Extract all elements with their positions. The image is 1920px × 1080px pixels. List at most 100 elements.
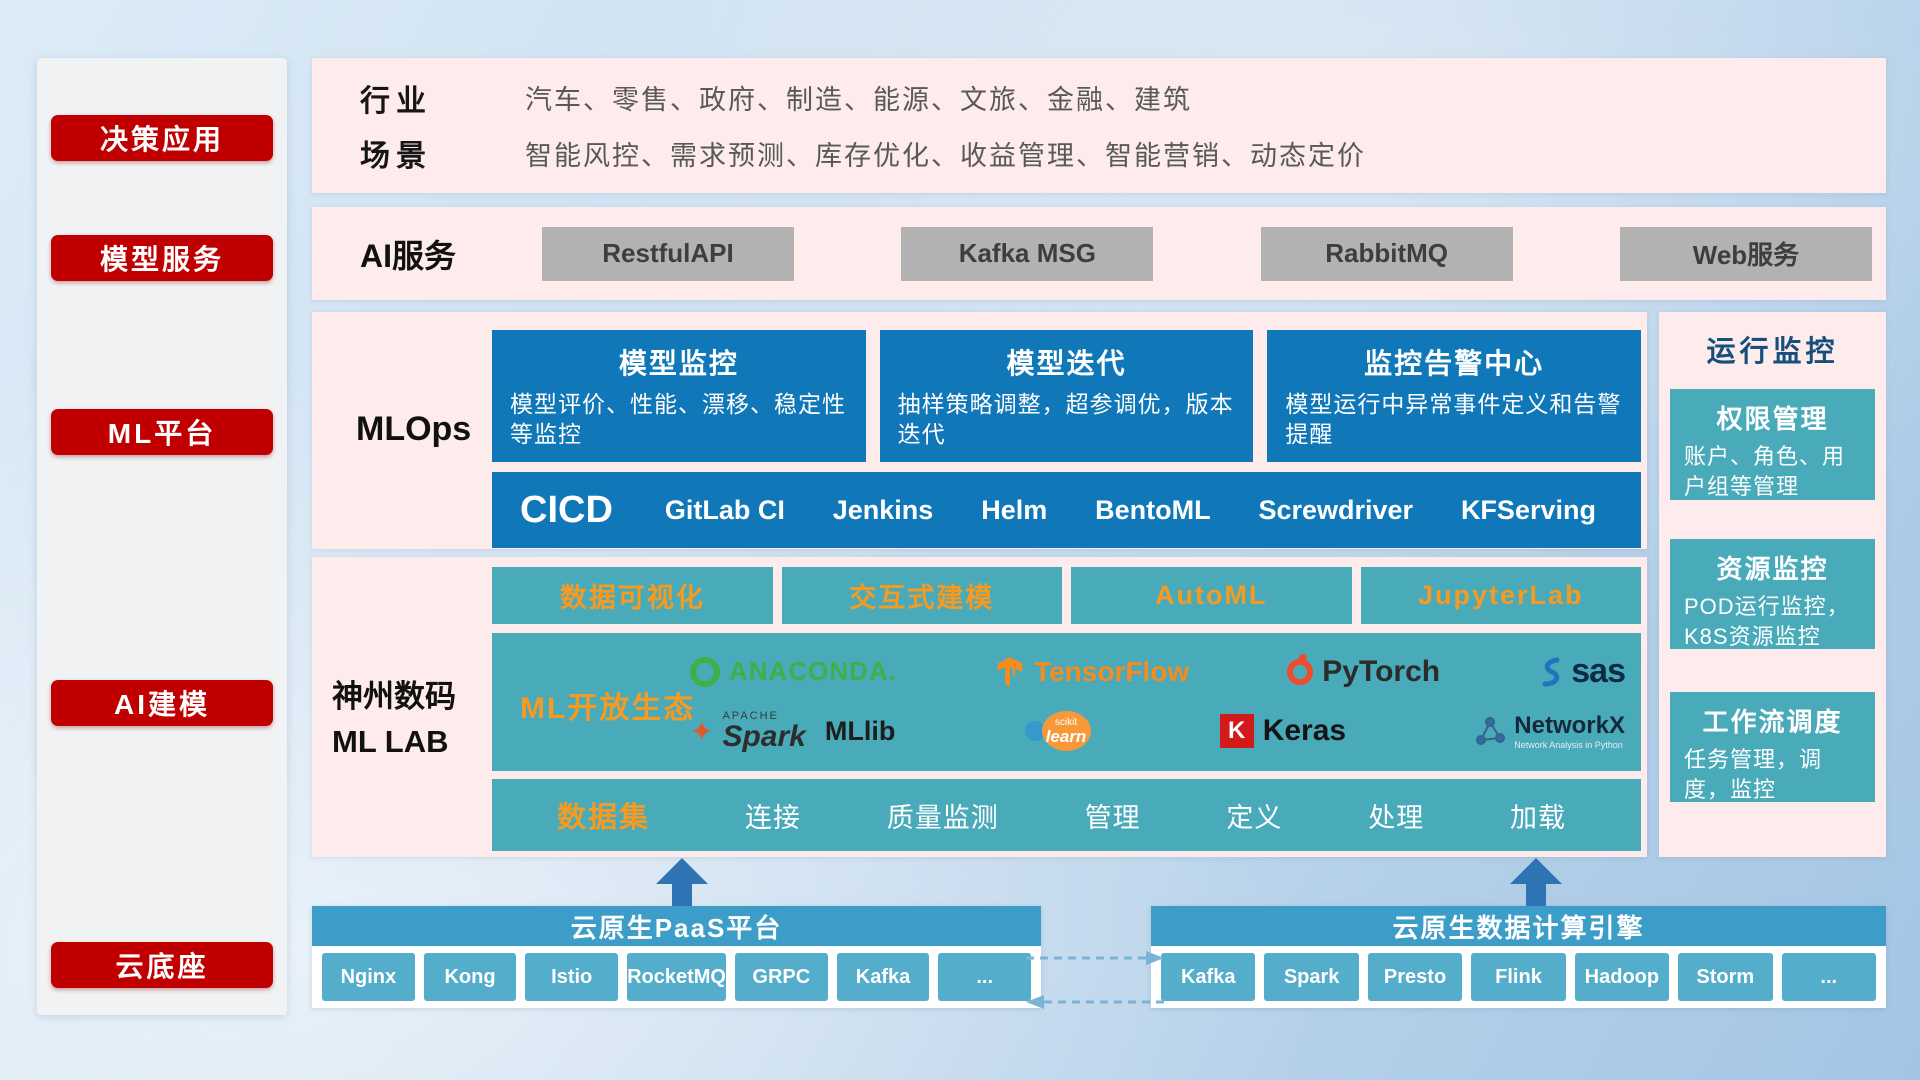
anaconda-logo: ANACONDA. xyxy=(690,656,897,687)
pytorch-flame-icon xyxy=(1287,653,1314,685)
tool-jupyterlab: JupyterLab xyxy=(1360,567,1641,624)
card-title: 权限管理 xyxy=(1716,404,1829,434)
dataset-label: 数据集 xyxy=(557,802,651,834)
dataset-connect: 连接 xyxy=(745,802,802,833)
industry-line: 行业 汽车、零售、政府、制造、能源、文旅、金融、建筑 xyxy=(312,76,1886,120)
component-kafka: Kafka xyxy=(836,953,930,1001)
data-compute-engine-bar: 云原生数据计算引擎 Kafka Spark Presto Flink Hadoo… xyxy=(1151,906,1886,1008)
dataset-quality: 质量监测 xyxy=(886,802,999,833)
anaconda-wordmark: ANACONDA. xyxy=(729,656,897,687)
sidebar-item-cloud-base: 云底座 xyxy=(51,942,273,988)
cicd-tool-helm: Helm xyxy=(981,494,1048,525)
arrow-stem xyxy=(1526,884,1546,906)
cicd-tool-jenkins: Jenkins xyxy=(832,494,934,525)
ml-open-ecosystem-panel: ML开放生态 ANACONDA. TensorFlow PyTorch xyxy=(492,633,1641,771)
service-node-restfulapi: RestfulAPI xyxy=(542,226,794,281)
card-desc: 模型评价、性能、漂移、稳定性等监控 xyxy=(510,391,846,447)
pytorch-wordmark: PyTorch xyxy=(1322,654,1441,688)
scikit-small-text: scikit xyxy=(1054,716,1078,728)
sidebar-item-ml-platform: ML平台 xyxy=(51,409,273,455)
component-storm: Storm xyxy=(1678,953,1773,1001)
sidebar-item-ai-modeling: AI建模 xyxy=(51,680,273,726)
industry-label: 行业 xyxy=(360,84,432,118)
component-istio: Istio xyxy=(525,953,619,1001)
card-title: 模型监控 xyxy=(618,348,739,379)
paas-platform-bar: 云原生PaaS平台 Nginx Kong Istio RocketMQ GRPC… xyxy=(312,906,1041,1008)
networkx-logo: NetworkX Network Analysis in Python xyxy=(1475,712,1625,750)
data-compute-engine-title: 云原生数据计算引擎 xyxy=(1151,906,1886,946)
spark-mllib-logo: ✦ APACHE Spark MLlib xyxy=(690,709,895,753)
scenario-label: 场景 xyxy=(360,140,432,174)
engine-components: Kafka Spark Presto Flink Hadoop Storm ..… xyxy=(1151,946,1886,1008)
spark-wordmark: APACHE Spark xyxy=(722,709,806,753)
card-desc: 账户、角色、用户组等管理 xyxy=(1684,444,1846,499)
tensorflow-wordmark: TensorFlow xyxy=(1034,655,1190,687)
logo-row-bottom: ✦ APACHE Spark MLlib scikit learn xyxy=(690,709,1625,753)
component-presto: Presto xyxy=(1367,953,1463,1001)
card-permission-management: 权限管理 账户、角色、用户组等管理 xyxy=(1670,389,1875,500)
scikit-learn-icon: scikit learn xyxy=(1024,711,1091,752)
scikit-orange-blob: scikit learn xyxy=(1041,711,1091,752)
mlops-label: MLOps xyxy=(356,410,472,448)
spark-text: Spark xyxy=(722,719,806,753)
ml-lab-tools: 数据可视化 交互式建模 AutoML JupyterLab xyxy=(492,567,1641,624)
card-workflow-scheduling: 工作流调度 任务管理，调度，监控 xyxy=(1670,692,1875,802)
dataset-bar: 数据集 连接 质量监测 管理 定义 处理 加载 xyxy=(492,779,1641,851)
scikit-learn-logo: scikit learn xyxy=(1024,711,1091,752)
service-node-web: Web服务 xyxy=(1619,226,1872,281)
spark-apache-text: APACHE xyxy=(722,709,779,722)
component-more: ... xyxy=(938,953,1032,1001)
runtime-monitoring-title: 运行监控 xyxy=(1706,336,1839,368)
service-node-rabbitmq: RabbitMQ xyxy=(1260,226,1513,281)
sas-swirl-icon xyxy=(1542,657,1560,687)
logo-row-top: ANACONDA. TensorFlow PyTorch sas xyxy=(690,652,1626,691)
ecosystem-label: ML开放生态 xyxy=(520,692,696,725)
card-title: 资源监控 xyxy=(1716,554,1829,584)
networkx-wordmark: NetworkX Network Analysis in Python xyxy=(1514,712,1625,750)
scenario-list: 智能风控、需求预测、库存优化、收益管理、智能营销、动态定价 xyxy=(525,140,1366,171)
tool-data-visualization: 数据可视化 xyxy=(492,567,773,624)
cicd-tool-bentoml: BentoML xyxy=(1095,494,1211,525)
ecosystem-logos: ANACONDA. TensorFlow PyTorch sas xyxy=(690,633,1626,771)
industry-list: 汽车、零售、政府、制造、能源、文旅、金融、建筑 xyxy=(525,85,1192,116)
mlops-cards: 模型监控 模型评价、性能、漂移、稳定性等监控 模型迭代 抽样策略调整，超参调优，… xyxy=(492,330,1642,462)
arrow-head xyxy=(1510,858,1562,884)
card-desc: 模型运行中异常事件定义和告警提醒 xyxy=(1285,391,1622,447)
scikit-blue-dot xyxy=(1024,721,1045,742)
card-desc: 任务管理，调度，监控 xyxy=(1684,747,1823,802)
sas-wordmark: sas xyxy=(1571,652,1626,691)
ai-service-nodes: RestfulAPI Kafka MSG RabbitMQ Web服务 xyxy=(542,226,1872,281)
cicd-tool-kfserving: KFServing xyxy=(1460,494,1596,525)
component-hadoop: Hadoop xyxy=(1574,953,1670,1001)
dataset-define: 定义 xyxy=(1226,802,1283,833)
card-desc: POD运行监控，K8S资源监控 xyxy=(1684,594,1850,649)
arrow-head xyxy=(656,858,708,884)
ml-lab-label-line1: 神州数码 xyxy=(332,679,456,714)
scenario-line: 场景 智能风控、需求预测、库存优化、收益管理、智能营销、动态定价 xyxy=(312,131,1886,175)
ml-lab-panel: 神州数码 ML LAB 数据可视化 交互式建模 AutoML JupyterLa… xyxy=(312,557,1647,857)
cicd-tools: GitLab CI Jenkins Helm BentoML Screwdriv… xyxy=(665,495,1596,526)
paas-components: Nginx Kong Istio RocketMQ GRPC Kafka ... xyxy=(312,946,1041,1008)
card-title: 工作流调度 xyxy=(1702,707,1843,737)
mlops-panel: MLOps 模型监控 模型评价、性能、漂移、稳定性等监控 模型迭代 抽样策略调整… xyxy=(312,312,1647,549)
keras-logo: K Keras xyxy=(1219,714,1346,749)
card-resource-monitoring: 资源监控 POD运行监控，K8S资源监控 xyxy=(1670,539,1875,649)
dashed-exchange-arrows xyxy=(1026,951,1164,1009)
up-arrow-right xyxy=(1510,858,1562,906)
sidebar-item-model-service: 模型服务 xyxy=(51,235,273,281)
component-kong: Kong xyxy=(423,953,517,1001)
pytorch-logo: PyTorch xyxy=(1287,653,1441,689)
component-grpc: GRPC xyxy=(734,953,828,1001)
component-kafka: Kafka xyxy=(1161,953,1256,1001)
component-rocketmq: RocketMQ xyxy=(627,953,726,1001)
up-arrow-left xyxy=(656,858,708,906)
ai-service-label: AI服务 xyxy=(360,237,457,274)
left-category-sidebar: 决策应用 模型服务 ML平台 AI建模 云底座 xyxy=(37,58,287,1015)
industry-scenario-panel: 行业 汽车、零售、政府、制造、能源、文旅、金融、建筑 场景 智能风控、需求预测、… xyxy=(312,58,1886,193)
dataset-manage: 管理 xyxy=(1084,802,1141,833)
sas-logo: sas xyxy=(1538,652,1626,691)
card-desc: 抽样策略调整，超参调优，版本迭代 xyxy=(897,391,1234,447)
cicd-tool-screwdriver: Screwdriver xyxy=(1258,494,1414,525)
runtime-monitoring-panel: 运行监控 权限管理 账户、角色、用户组等管理 资源监控 POD运行监控，K8S资… xyxy=(1659,312,1886,857)
